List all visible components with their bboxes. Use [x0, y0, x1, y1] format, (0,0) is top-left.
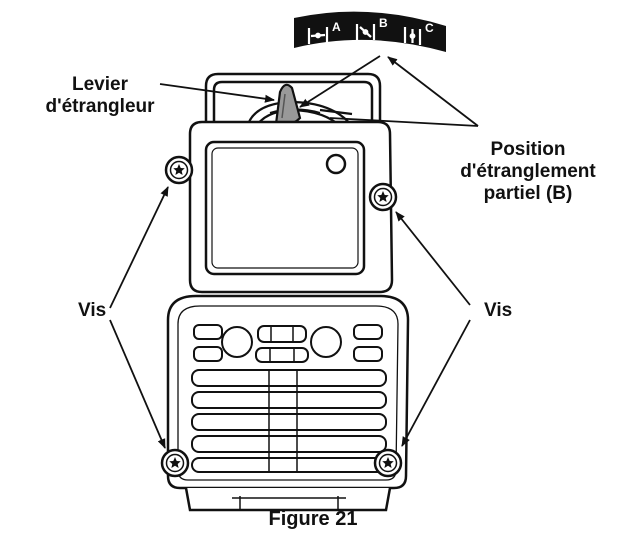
choke-position-decal: A B C [294, 11, 446, 53]
arrow-vis-right-bottom [401, 319, 471, 447]
screw-bottom-left-icon [160, 448, 190, 478]
grille-vents [191, 324, 387, 473]
figure-caption: Figure 21 [268, 508, 358, 530]
label-partial-choke-position: Position d'étranglement partiel (B) [438, 139, 618, 205]
screw-bottom-right-icon [373, 448, 403, 478]
choke-symbol-c-icon [403, 27, 422, 45]
choke-letter-b: B [379, 16, 388, 30]
label-position-line3: partiel (B) [483, 183, 573, 204]
leader-position-to-dial [329, 117, 479, 127]
arrow-position-to-decal [387, 56, 479, 127]
arrow-vis-left-bottom [109, 319, 166, 449]
label-position-line2: d'étranglement [460, 161, 596, 182]
leader-lines [109, 55, 479, 449]
choke-symbol-b-icon [355, 24, 376, 40]
screw-top-right-icon [368, 182, 398, 212]
label-choke-lever-line2: d'étrangleur [45, 96, 155, 117]
label-screws-right: Vis [484, 300, 513, 321]
label-choke-lever-line1: Levier [72, 74, 128, 95]
label-screws-left: Vis [78, 300, 107, 321]
label-choke-lever: Levier d'étrangleur [30, 74, 170, 118]
arrow-choke-lever [159, 83, 275, 103]
choke-letter-c: C [425, 21, 434, 35]
arrow-vis-right-top [395, 211, 471, 306]
screw-top-left-icon [164, 155, 194, 185]
arrow-decal-to-lever [299, 55, 381, 108]
arrow-vis-left-top [109, 186, 169, 309]
choke-letter-a: A [332, 20, 341, 34]
air-filter-cover [188, 120, 394, 294]
choke-symbol-a-icon [307, 27, 329, 44]
label-position-line1: Position [490, 139, 566, 160]
